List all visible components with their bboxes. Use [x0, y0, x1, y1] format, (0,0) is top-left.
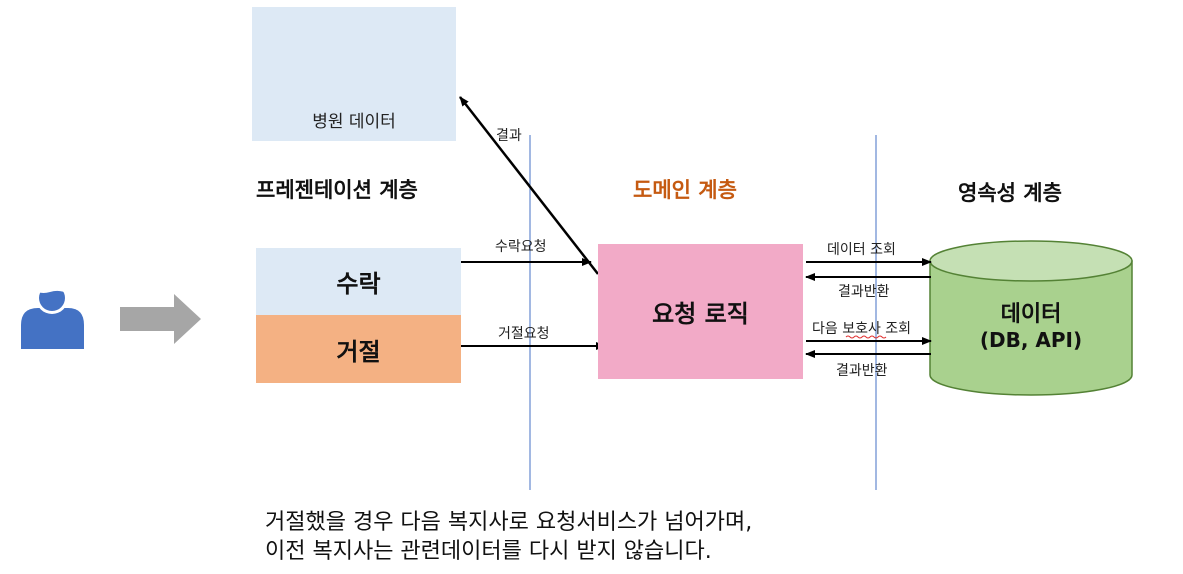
- hospital-data-box: 병원 데이터: [252, 7, 456, 141]
- database-sublabel: (DB, API): [979, 328, 1083, 352]
- database-label: 데이터: [1000, 302, 1062, 327]
- domain-layer-title: 도메인 계층: [633, 178, 737, 202]
- spellcheck-underline: [845, 335, 887, 339]
- database-cylinder: [929, 240, 1133, 396]
- label-next-query: 다음 보호사 조회: [812, 321, 912, 337]
- label-reject-request: 거절요청: [498, 326, 550, 342]
- reject-box: 거절: [256, 315, 461, 383]
- note-line-2: 이전 복지사는 관련데이터를 다시 받지 않습니다.: [265, 539, 712, 564]
- label-accept-request: 수락요청: [495, 239, 547, 255]
- hospital-data-label: 병원 데이터: [312, 112, 396, 132]
- presentation-layer-title: 프레젠테이션 계층: [256, 178, 418, 202]
- label-result-up: 결과: [496, 128, 522, 144]
- persistence-layer-title: 영속성 계층: [958, 181, 1062, 205]
- label-result-return-2: 결과반환: [836, 363, 888, 379]
- label-result-return-1: 결과반환: [838, 284, 890, 300]
- arrow-result-to-hospital: [459, 96, 599, 275]
- note-line-1: 거절했을 경우 다음 복지사로 요청서비스가 넘어가며,: [265, 510, 753, 535]
- label-data-query: 데이터 조회: [827, 242, 896, 258]
- flow-arrow-icon: [120, 294, 201, 344]
- user-icon: [21, 282, 84, 349]
- request-logic-box: 요청 로직: [598, 244, 803, 379]
- accept-box: 수락: [256, 248, 461, 315]
